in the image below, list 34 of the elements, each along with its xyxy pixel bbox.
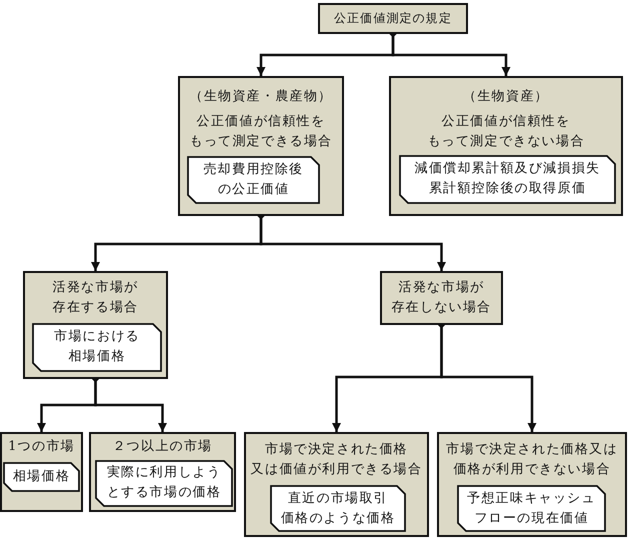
condition-text: 活発な市場が存在しない場合 [390,279,493,317]
title-text: 公正価値測定の規定 [333,10,453,27]
condition-text: 活発な市場が存在する場合 [52,279,140,317]
result-text: 相場価格 [12,468,72,486]
result-box [95,460,233,507]
result-box [3,462,80,492]
category-heading: （生物資産） [462,88,550,106]
result-box [457,485,606,532]
condition-box [380,271,503,325]
condition-box [23,271,168,379]
result-box [187,156,320,204]
condition-text: 公正価値が信頼性をもって測定できない場合 [426,113,586,151]
category-heading: （生物資産・農産物） [188,88,334,106]
result-box [270,485,406,532]
condition-box [437,432,627,537]
condition-box [89,432,236,512]
title-box [318,3,468,34]
condition-text: 公正価値が信頼性をもって測定できる場合 [188,113,334,151]
result-box [32,323,162,372]
result-box [399,155,616,204]
result-text: 売却費用控除後の公正価値 [202,161,305,199]
condition-text: 1つの市場 [7,438,76,456]
condition-box [389,76,623,216]
result-text: 市場における相場価格 [53,328,141,366]
result-text: 減価償却累計額及び減損損失累計額控除後の取得原価 [414,160,602,198]
result-text: 実際に利用しようとする市場の価格 [106,464,222,502]
result-text: 予想正味キャッシュフローの現在価値 [466,490,597,528]
condition-text: 市場で決定された価格又は価格が利用できない場合 [445,441,619,479]
condition-text: 市場で決定された価格又は価値が利用できる場合 [250,441,424,479]
condition-box [244,432,429,537]
condition-text: ２つ以上の市場 [111,438,214,456]
condition-box [0,432,83,512]
result-text: 直近の市場取引価格のような価格 [280,490,396,528]
condition-box [178,76,344,216]
